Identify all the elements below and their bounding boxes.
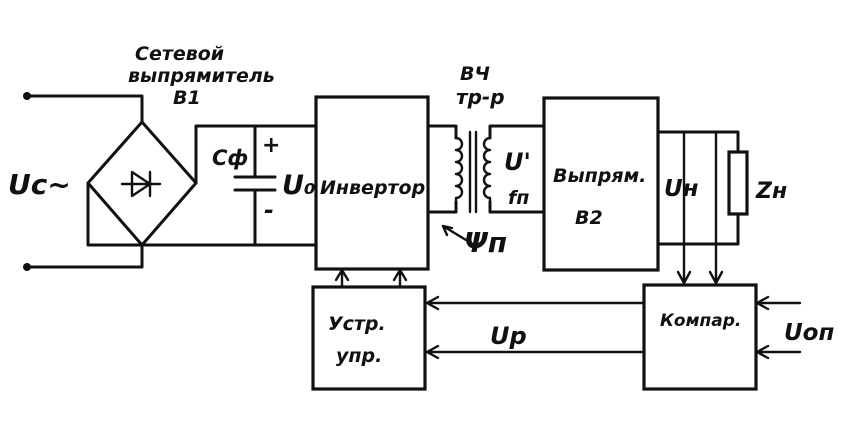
up-label: Uр [490, 322, 527, 350]
comparator-label: Компар. [660, 311, 741, 331]
comparator-block [642, 283, 758, 391]
rectifier-b2-block [542, 96, 660, 272]
u0-label: U₀ [282, 170, 316, 201]
psi-pointer-arrow [441, 224, 468, 242]
capacitor-plus: + [262, 133, 280, 158]
transformer-secondary-lead-top [488, 124, 546, 140]
capacitor-label: Сф [212, 146, 248, 170]
u-load-label: Uн [664, 176, 699, 202]
psi-label: Ψп [464, 226, 507, 259]
rectifier2-label-line2: В2 [575, 207, 603, 229]
inverter-block [314, 95, 430, 271]
load-wire-top [656, 130, 740, 154]
capacitor-minus: - [264, 196, 274, 224]
hf-label-line1: ВЧ [460, 63, 490, 85]
load-wire-bottom [656, 212, 740, 246]
sense-line-2 [708, 130, 724, 285]
reference-input-bottom [755, 344, 802, 360]
reference-voltage-label: Uоп [784, 320, 834, 346]
feedback-line-top [425, 295, 646, 311]
sense-line-1 [676, 130, 692, 285]
z-load-label: Zн [755, 179, 787, 204]
rectifier-b1-label: В1 [173, 87, 201, 109]
rectifier-title-line2: выпрямитель [128, 65, 275, 87]
diode-symbol [120, 170, 162, 198]
feedback-line-up [425, 344, 646, 360]
control-label-line1: Устр. [328, 313, 386, 335]
rectifier2-label-line1: Выпрям. [553, 165, 646, 187]
hf-label-line2: тр-р [456, 85, 505, 109]
transformer-secondary-winding [482, 136, 492, 204]
input-wire-bottom [25, 243, 144, 269]
input-wire-top [25, 94, 144, 124]
control-unit-block [311, 285, 427, 391]
rectifier-title-line1: Сетевой [135, 43, 224, 65]
transformer-core [468, 130, 478, 214]
transformer-secondary-lead-bottom [488, 200, 546, 214]
control-label-line2: упр. [336, 345, 382, 367]
transformer-primary-lead-top [426, 124, 458, 140]
control-to-inverter-2 [392, 268, 408, 289]
dc-negative-wire [86, 181, 318, 247]
transformer-primary-winding [454, 136, 464, 204]
fp-label: fп [508, 187, 529, 209]
reference-input-top [755, 295, 802, 311]
load-impedance [727, 150, 749, 216]
dc-positive-wire [194, 124, 318, 185]
inverter-label: Инвертор [320, 177, 425, 199]
control-to-inverter-1 [334, 268, 350, 289]
input-voltage-label: Uс~ [8, 168, 71, 201]
u-prime-label: U' [504, 148, 531, 176]
transformer-primary-lead-bottom [426, 200, 458, 214]
